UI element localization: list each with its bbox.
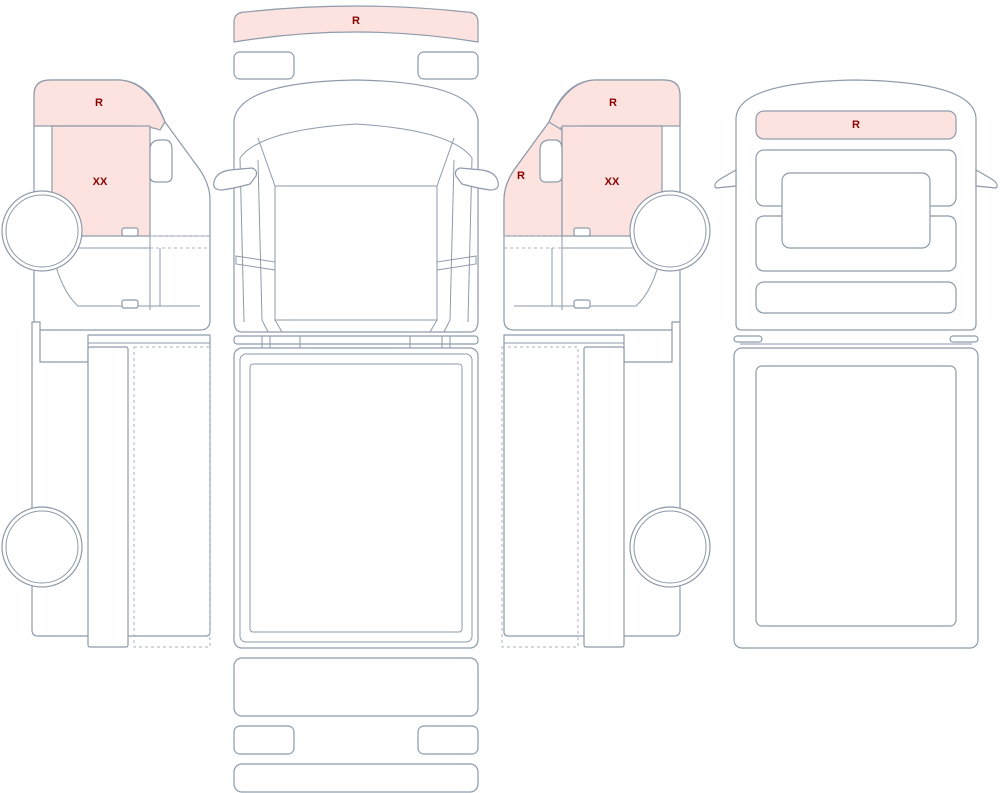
top-cab-outline[interactable]	[233, 79, 479, 333]
right-a-pillar-label: R	[517, 170, 525, 182]
rear-top-bar[interactable]	[755, 110, 957, 140]
left-sliding-door-outline[interactable]	[133, 346, 211, 648]
right-side-view: R R XX	[501, 79, 711, 648]
right-rear-wheel[interactable]	[629, 506, 711, 588]
rear-window[interactable]	[781, 172, 931, 249]
left-window-frame-label: R	[95, 97, 103, 109]
left-cargo-pillar[interactable]	[87, 346, 129, 648]
right-cargo-pillar[interactable]	[583, 346, 625, 648]
right-mirror[interactable]	[539, 139, 563, 183]
rear-cargo-door[interactable]	[755, 365, 957, 627]
front-roof-edge[interactable]	[233, 5, 479, 43]
right-door-panel-label: XX	[605, 176, 620, 188]
rear-right-lamp-top[interactable]	[417, 725, 479, 755]
rear-left-mirror[interactable]	[714, 169, 737, 189]
rear-lower-panel[interactable]	[755, 281, 957, 314]
top-left-headlight[interactable]	[233, 51, 295, 80]
rear-left-lamp-top[interactable]	[233, 725, 295, 755]
right-sliding-door-outline[interactable]	[501, 346, 579, 648]
cargo-roof[interactable]	[233, 347, 479, 649]
left-front-wheel[interactable]	[1, 190, 83, 272]
rear-bumper-top[interactable]	[233, 763, 479, 793]
left-mirror[interactable]	[149, 139, 173, 183]
top-left-mirror[interactable]	[213, 167, 258, 191]
rear-top-bar-label: R	[852, 119, 860, 131]
right-front-wheel[interactable]	[629, 190, 711, 272]
top-right-headlight[interactable]	[417, 51, 479, 80]
front-roof-edge-label: R	[352, 15, 360, 27]
rear-right-mirror[interactable]	[975, 169, 998, 189]
left-door-panel-label: XX	[93, 176, 108, 188]
left-rear-wheel[interactable]	[1, 506, 83, 588]
rear-door-top[interactable]	[233, 657, 479, 717]
right-window-frame-label: R	[609, 97, 617, 109]
top-right-mirror[interactable]	[454, 167, 499, 191]
rear-view: R	[714, 79, 998, 649]
top-view: R	[213, 5, 499, 793]
left-side-view: R XX	[1, 79, 211, 648]
